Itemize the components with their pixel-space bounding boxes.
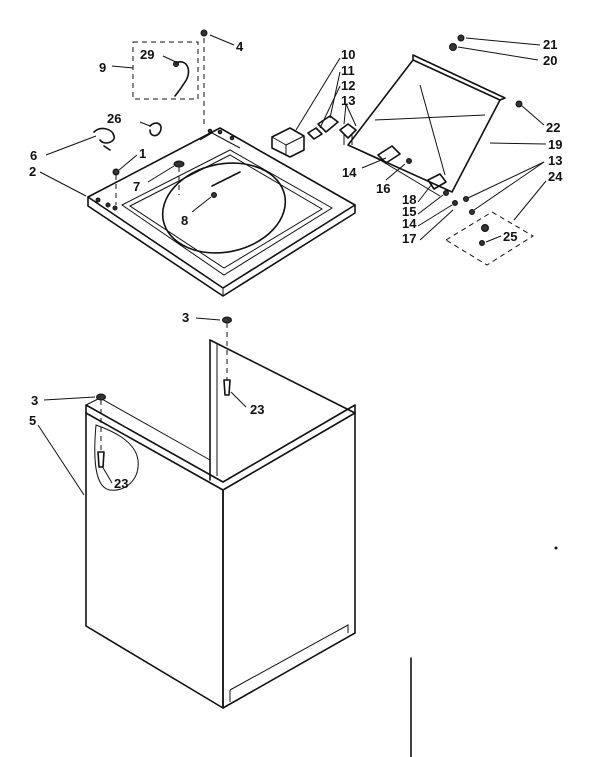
lid [347, 54, 506, 197]
leader-lines [37, 34, 547, 496]
callout-14: 14 [342, 165, 357, 180]
callout-2: 2 [29, 164, 36, 179]
top-panel [87, 127, 356, 297]
callout-14: 14 [402, 216, 417, 231]
callout-21: 21 [543, 37, 557, 52]
callout-18: 18 [402, 192, 416, 207]
callout-labels: 1 2 3 3 4 5 6 7 8 9 10 11 12 13 13 14 14… [29, 37, 563, 491]
callout-17: 17 [402, 231, 416, 246]
callout-13: 13 [341, 93, 355, 108]
callout-7: 7 [133, 179, 140, 194]
callout-5: 5 [29, 413, 36, 428]
callout-3: 3 [182, 310, 189, 325]
callout-12: 12 [341, 78, 355, 93]
callout-3: 3 [31, 393, 38, 408]
callout-11: 11 [341, 63, 355, 78]
cabinet [85, 339, 356, 709]
callout-10: 10 [341, 47, 355, 62]
callout-15: 15 [402, 204, 416, 219]
callout-1: 1 [139, 146, 146, 161]
callout-20: 20 [543, 53, 557, 68]
callout-22: 22 [546, 120, 560, 135]
callout-6: 6 [30, 148, 37, 163]
callout-19: 19 [548, 137, 562, 152]
callout-23: 23 [250, 402, 264, 417]
callout-26: 26 [107, 111, 121, 126]
callout-16: 16 [376, 181, 390, 196]
callout-4: 4 [236, 39, 244, 54]
callout-24: 24 [548, 169, 563, 184]
callout-25: 25 [503, 229, 517, 244]
small-parts [93, 29, 558, 757]
callout-23: 23 [114, 476, 128, 491]
callout-8: 8 [181, 213, 188, 228]
callout-29: 29 [140, 47, 154, 62]
callout-13: 13 [548, 153, 562, 168]
callout-9: 9 [99, 60, 106, 75]
